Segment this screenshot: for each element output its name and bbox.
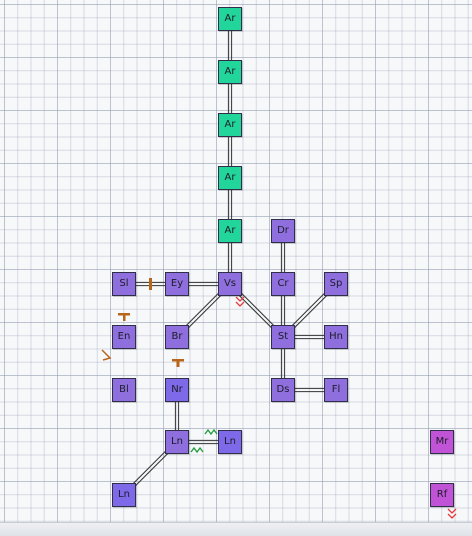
double-arrow-down-icon	[235, 296, 245, 307]
angle-marker-icon	[101, 349, 112, 361]
wave-marker-icon	[190, 446, 204, 454]
node-ar4[interactable]: Ar	[218, 166, 242, 190]
node-hn[interactable]: Hn	[324, 325, 348, 349]
node-ln2[interactable]: Ln	[218, 430, 242, 454]
node-ar2[interactable]: Ar	[218, 60, 242, 84]
node-ar5[interactable]: Ar	[218, 219, 242, 243]
status-bar	[0, 522, 472, 536]
node-vs[interactable]: Vs	[218, 272, 242, 296]
tbar-marker-icon	[118, 313, 130, 321]
node-cr[interactable]: Cr	[271, 272, 295, 296]
node-dr[interactable]: Dr	[271, 219, 295, 243]
node-sp[interactable]: Sp	[324, 272, 348, 296]
node-sl[interactable]: Sl	[112, 272, 136, 296]
node-ey[interactable]: Ey	[165, 272, 189, 296]
node-nr[interactable]: Nr	[165, 378, 189, 402]
node-ds[interactable]: Ds	[271, 378, 295, 402]
node-fl[interactable]: Fl	[324, 378, 348, 402]
node-ar1[interactable]: Ar	[218, 7, 242, 31]
node-rf[interactable]: Rf	[430, 483, 454, 507]
node-bl[interactable]: Bl	[112, 378, 136, 402]
bar-marker-icon	[149, 278, 152, 290]
tbar-marker-icon	[172, 359, 184, 367]
node-ln1[interactable]: Ln	[165, 430, 189, 454]
node-ar3[interactable]: Ar	[218, 113, 242, 137]
node-ln3[interactable]: Ln	[112, 483, 136, 507]
node-mr[interactable]: Mr	[430, 430, 454, 454]
wave-marker-icon	[204, 428, 218, 436]
double-arrow-down-icon	[447, 508, 457, 519]
node-st[interactable]: St	[271, 325, 295, 349]
node-en[interactable]: En	[112, 325, 136, 349]
node-br[interactable]: Br	[165, 325, 189, 349]
